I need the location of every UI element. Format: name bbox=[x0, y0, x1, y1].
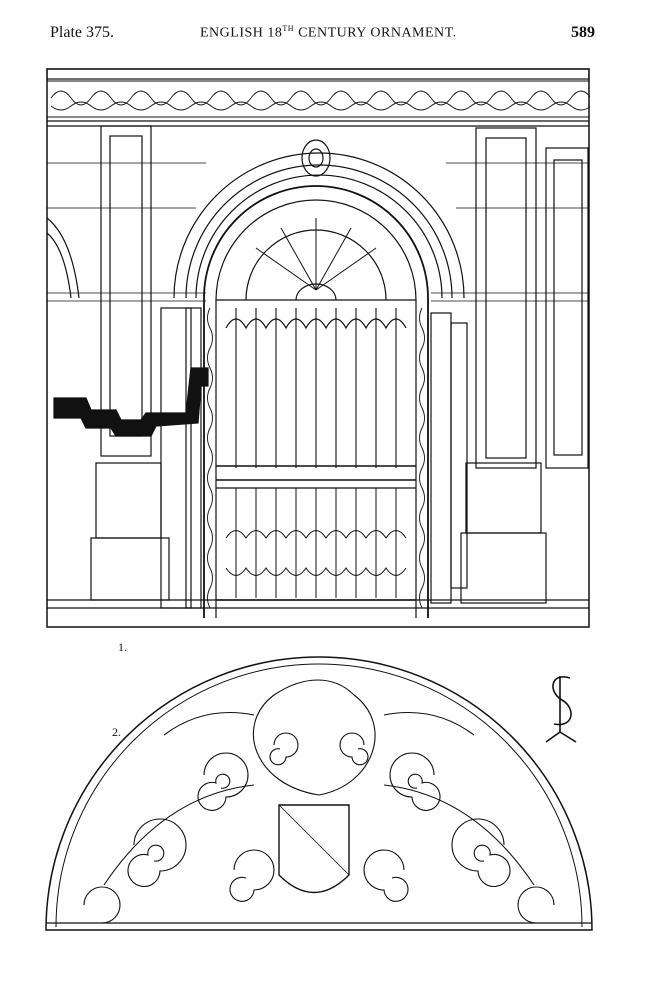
page-number: 589 bbox=[571, 24, 595, 41]
plate-number: Plate 375. bbox=[50, 24, 114, 41]
figure-1-label: 1. bbox=[118, 640, 127, 654]
figure-2-fanlight-illustration bbox=[44, 655, 594, 935]
page-title: ENGLISH 18TH CENTURY ORNAMENT. bbox=[200, 24, 457, 41]
figure-1-gate-illustration bbox=[46, 68, 590, 628]
figure-2-label: 2. bbox=[112, 725, 121, 739]
monogram-signature bbox=[540, 672, 584, 746]
page-header: Plate 375. ENGLISH 18TH CENTURY ORNAMENT… bbox=[50, 24, 595, 46]
